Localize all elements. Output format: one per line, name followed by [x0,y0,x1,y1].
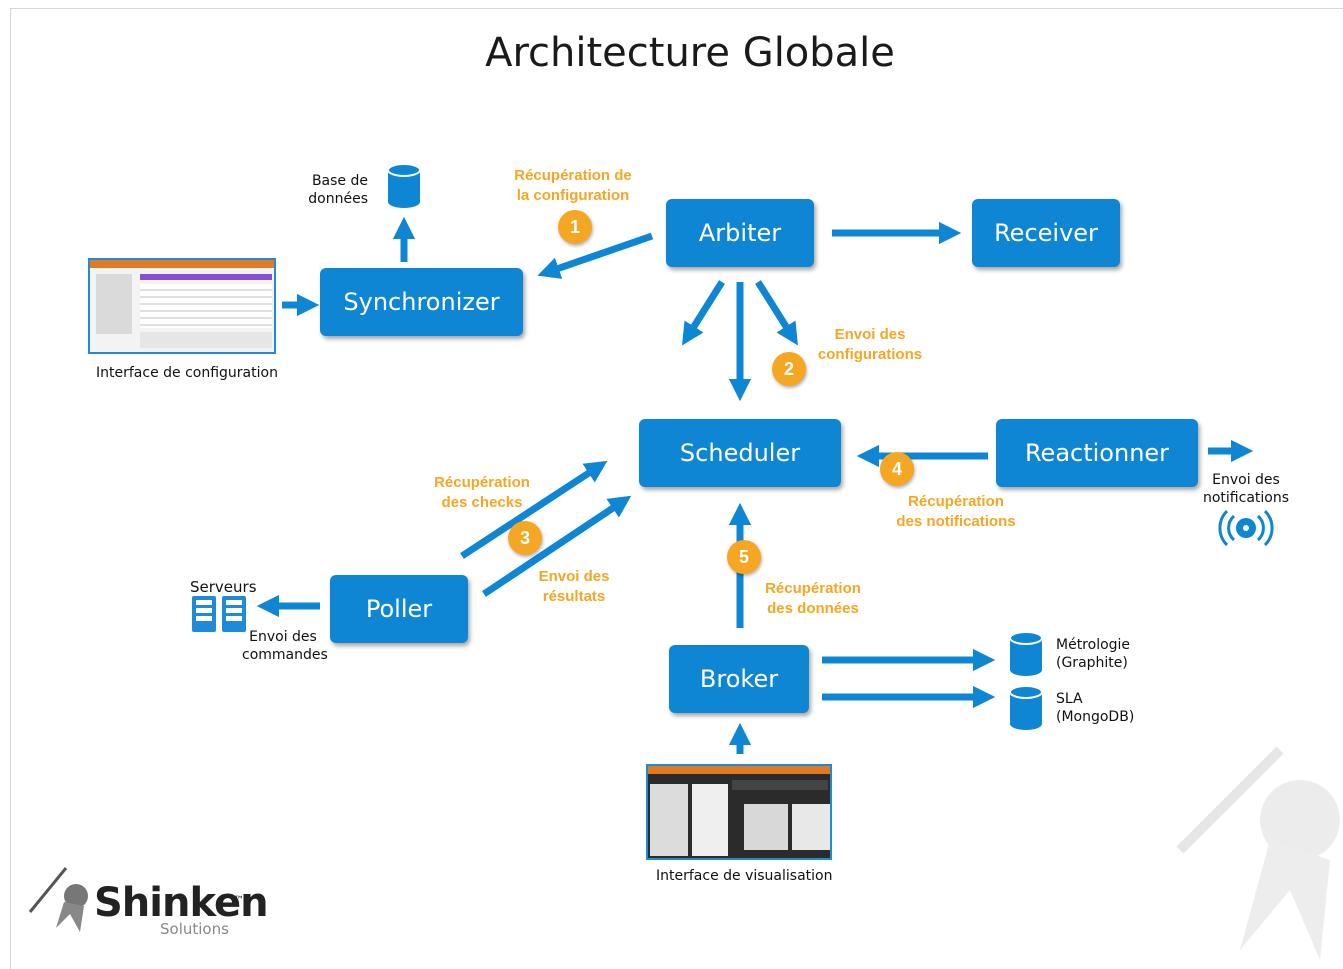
servers-label: Serveurs [190,578,257,596]
shinken-logo-sub: Solutions [160,920,229,938]
visual-interface-screenshot [646,764,832,860]
arrow-arbiter-down-right [755,280,798,346]
metrology-database-icon [1009,631,1043,676]
visual-interface-label: Interface de visualisation [656,868,833,884]
server-icon [192,596,246,632]
diagram-frame [10,8,1343,969]
config-interface-screenshot [88,258,276,354]
step-2: 2 [772,352,806,386]
sla-label: SLA(MongoDB) [1056,691,1135,725]
sla-database-icon [1009,685,1043,730]
broker-node[interactable]: Broker [669,645,809,713]
synchronizer-node[interactable]: Synchronizer [320,268,523,336]
receiver-node[interactable]: Receiver [972,199,1120,267]
arrow-arbiter-down-left [682,280,725,346]
shinken-logo-mark [28,867,88,932]
scheduler-node[interactable]: Scheduler [639,419,841,487]
step-5: 5 [727,540,761,574]
shinken-tm: ™ [234,895,244,906]
reactionner-node[interactable]: Reactionner [996,419,1198,487]
metrology-label: Métrologie(Graphite) [1056,637,1131,671]
step-1: 1 [558,210,592,244]
database-icon [387,163,421,208]
diagram-title: Architecture Globale [485,30,895,76]
shinken-watermark-icon [1176,746,1340,960]
poller-node[interactable]: Poller [330,575,468,643]
step-3: 3 [508,521,542,555]
broadcast-icon [1218,509,1274,547]
arrow-arbiter-to-synchronizer [537,232,654,279]
arbiter-node[interactable]: Arbiter [666,199,814,267]
config-interface-label: Interface de configuration [96,365,278,381]
arrow-poller-to-scheduler-checks [460,460,608,559]
step-4: 4 [880,452,914,486]
arrow-poller-to-scheduler-results [482,495,632,597]
shinken-logo-text: Shinken [94,880,269,926]
